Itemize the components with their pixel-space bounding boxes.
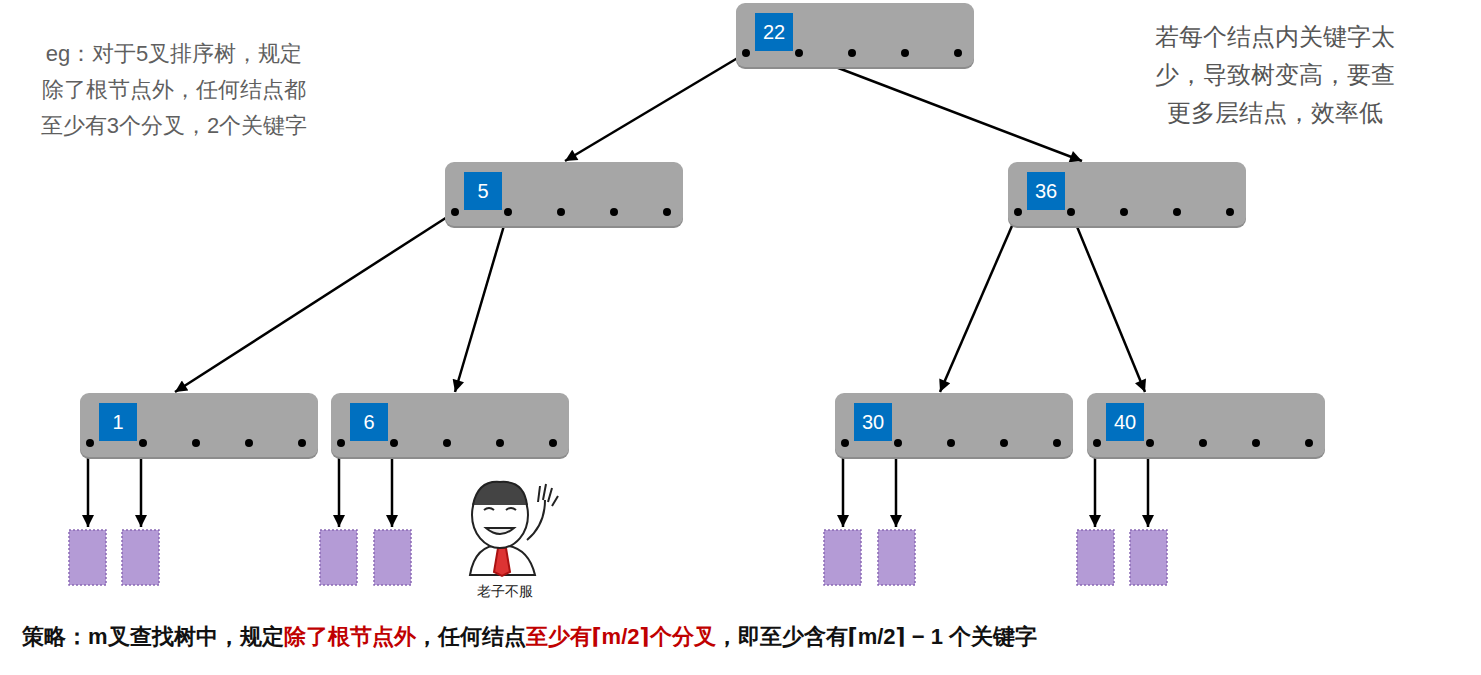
strategy-line: 策略：m叉查找树中，规定除了根节点外，任何结点至少有⌈m/2⌉个分叉，即至少含有… bbox=[22, 620, 1037, 654]
key-value: 1 bbox=[99, 403, 137, 441]
child-pointer-arrow bbox=[940, 212, 1018, 392]
meme-tie bbox=[494, 548, 510, 576]
pointer-dot bbox=[1014, 208, 1022, 216]
pointer-dot bbox=[1146, 439, 1154, 447]
meme-arm bbox=[527, 500, 545, 540]
key-value: 30 bbox=[854, 403, 892, 441]
tree-node: 5 bbox=[445, 162, 683, 226]
pointer-dot bbox=[1173, 208, 1181, 216]
pointer-dot bbox=[1252, 439, 1260, 447]
leaf-arrow bbox=[87, 451, 90, 527]
leaf-arrows bbox=[88, 451, 1148, 527]
leaf-arrow bbox=[391, 451, 394, 527]
meme-hand bbox=[538, 484, 558, 506]
leaf-arrow bbox=[895, 451, 898, 527]
child-pointer-arrow bbox=[455, 212, 508, 392]
leaf-square bbox=[320, 530, 357, 585]
meme-hair bbox=[473, 482, 527, 505]
pointer-dot bbox=[1120, 208, 1128, 216]
pointer-dot bbox=[192, 439, 200, 447]
strategy-text: ，即至少含有⌈m/2⌉ − 1 个关键字 bbox=[716, 624, 1037, 649]
tree-node: 6 bbox=[331, 393, 569, 457]
meme-eyes bbox=[484, 508, 516, 510]
pointer-dot bbox=[298, 439, 306, 447]
pointer-dot bbox=[504, 208, 512, 216]
pointer-dot bbox=[86, 439, 94, 447]
leaf-arrow bbox=[338, 451, 341, 527]
pointer-dot bbox=[557, 208, 565, 216]
pointer-dot bbox=[139, 439, 147, 447]
child-pointer-arrow bbox=[799, 53, 1082, 161]
leaf-square bbox=[374, 530, 411, 585]
pointer-dot bbox=[841, 439, 849, 447]
meme-face bbox=[470, 482, 558, 576]
leaf-arrow bbox=[140, 451, 143, 527]
leaf-square bbox=[824, 530, 861, 585]
pointer-dot bbox=[1199, 439, 1207, 447]
strategy-text: 策略：m叉查找树中，规定 bbox=[22, 624, 284, 649]
side-note: eg：对于5叉排序树，规定除了根节点外，任何结点都至少有3个分叉，2个关键字 bbox=[38, 36, 310, 144]
leaf-square bbox=[69, 530, 106, 585]
child-pointer-arrow bbox=[1071, 212, 1145, 392]
key-value: 6 bbox=[350, 403, 388, 441]
key-value: 40 bbox=[1106, 403, 1144, 441]
pointer-dot bbox=[901, 49, 909, 57]
key-value: 36 bbox=[1027, 172, 1065, 210]
pointer-dot bbox=[1053, 439, 1061, 447]
pointer-dot bbox=[337, 439, 345, 447]
pointer-dot bbox=[1305, 439, 1313, 447]
side-note: 若每个结点内关键字太少，导致树变高，要查更多层结点，效率低 bbox=[1150, 18, 1400, 132]
leaf-square bbox=[1130, 530, 1167, 585]
tree-node: 22 bbox=[736, 3, 974, 67]
tree-node: 30 bbox=[835, 393, 1073, 457]
child-pointer-arrow bbox=[565, 53, 746, 161]
pointer-dot bbox=[894, 439, 902, 447]
strategy-text: ，任何结点 bbox=[416, 624, 526, 649]
child-pointer-arrow bbox=[175, 212, 455, 392]
pointer-dot bbox=[610, 208, 618, 216]
key-value: 5 bbox=[464, 172, 502, 210]
pointer-dot bbox=[663, 208, 671, 216]
leaf-arrow bbox=[1094, 451, 1097, 527]
pointer-dot bbox=[1067, 208, 1075, 216]
pointer-dot bbox=[742, 49, 750, 57]
meme-head bbox=[472, 482, 528, 548]
pointer-dot bbox=[443, 439, 451, 447]
leaf-arrow bbox=[1147, 451, 1150, 527]
tree-node: 40 bbox=[1087, 393, 1325, 457]
pointer-dot bbox=[496, 439, 504, 447]
meme-body bbox=[470, 545, 535, 575]
key-value: 22 bbox=[755, 13, 793, 51]
strategy-text: 至少有⌈m/2⌉个分叉 bbox=[526, 624, 716, 649]
pointer-dot bbox=[954, 49, 962, 57]
pointer-dot bbox=[245, 439, 253, 447]
pointer-dot bbox=[795, 49, 803, 57]
pointer-dot bbox=[1093, 439, 1101, 447]
pointer-dot bbox=[549, 439, 557, 447]
leaf-squares bbox=[69, 530, 1167, 585]
pointer-dot bbox=[390, 439, 398, 447]
leaf-square bbox=[122, 530, 159, 585]
meme-mouth bbox=[486, 528, 514, 534]
pointer-dot bbox=[947, 439, 955, 447]
tree-node: 36 bbox=[1008, 162, 1246, 226]
pointer-dot bbox=[1000, 439, 1008, 447]
pointer-dot bbox=[1226, 208, 1234, 216]
pointer-dot bbox=[451, 208, 459, 216]
leaf-square bbox=[878, 530, 915, 585]
leaf-arrow bbox=[842, 451, 845, 527]
pointer-dot bbox=[848, 49, 856, 57]
leaf-square bbox=[1077, 530, 1114, 585]
meme-caption: 老子不服 bbox=[460, 582, 550, 600]
strategy-text: 除了根节点外 bbox=[284, 624, 416, 649]
tree-node: 1 bbox=[80, 393, 318, 457]
